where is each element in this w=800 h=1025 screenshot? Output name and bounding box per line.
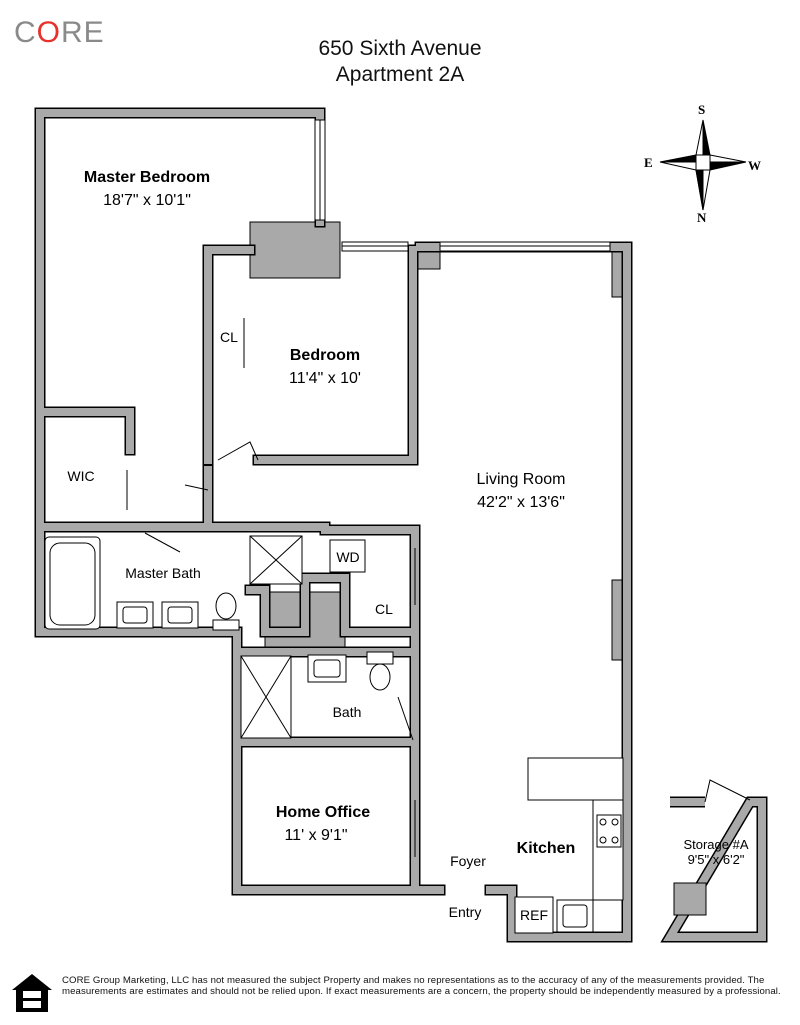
logo-text: C xyxy=(14,16,37,49)
toilet xyxy=(366,651,394,665)
toilet xyxy=(212,619,240,631)
room-size: 9'5" x 6'2" xyxy=(688,852,745,867)
closet-label: CL xyxy=(375,601,393,617)
closet-label: CL xyxy=(220,329,238,345)
entry-label: Entry xyxy=(449,904,482,920)
logo-text: RE xyxy=(61,16,105,49)
compass-s: S xyxy=(698,102,705,117)
foyer-label: Foyer xyxy=(450,853,486,869)
room-name: Living Room xyxy=(477,471,566,488)
disclaimer: CORE Group Marketing, LLC has not measur… xyxy=(62,975,781,997)
washer-dryer xyxy=(329,539,366,573)
room-size: 18'7" x 10'1" xyxy=(103,192,191,209)
room-size: 11'4" x 10' xyxy=(289,370,361,387)
ref-label: REF xyxy=(520,907,548,923)
address-title: 650 Sixth Avenue xyxy=(318,37,482,60)
wic-label: WIC xyxy=(67,468,94,484)
compass-w: W xyxy=(748,158,761,173)
kitchen-counter xyxy=(527,757,624,801)
compass-n: N xyxy=(697,210,707,225)
room-name: Master Bedroom xyxy=(84,169,210,186)
wd-label: WD xyxy=(336,549,359,565)
room-name: Home Office xyxy=(276,804,370,821)
equal-housing-icon xyxy=(12,974,52,1012)
room-size: 11' x 9'1" xyxy=(284,827,347,844)
windows xyxy=(314,119,611,252)
fixtures xyxy=(44,535,624,934)
doors xyxy=(126,318,416,857)
master-bath-label: Master Bath xyxy=(125,565,200,581)
core-logo: CORE xyxy=(14,16,105,50)
room-name: Bedroom xyxy=(290,347,360,364)
compass-rose xyxy=(659,119,747,211)
unit-title: Apartment 2A xyxy=(335,63,465,86)
logo-text-accent: O xyxy=(36,16,62,49)
refrigerator xyxy=(514,896,554,934)
bath-label: Bath xyxy=(333,704,362,720)
kitchen-label: Kitchen xyxy=(517,840,576,857)
storage-walls xyxy=(660,779,768,943)
room-size: 42'2" x 13'6" xyxy=(477,494,565,511)
compass-e: E xyxy=(644,155,653,170)
room-name: Storage #A xyxy=(683,837,748,852)
